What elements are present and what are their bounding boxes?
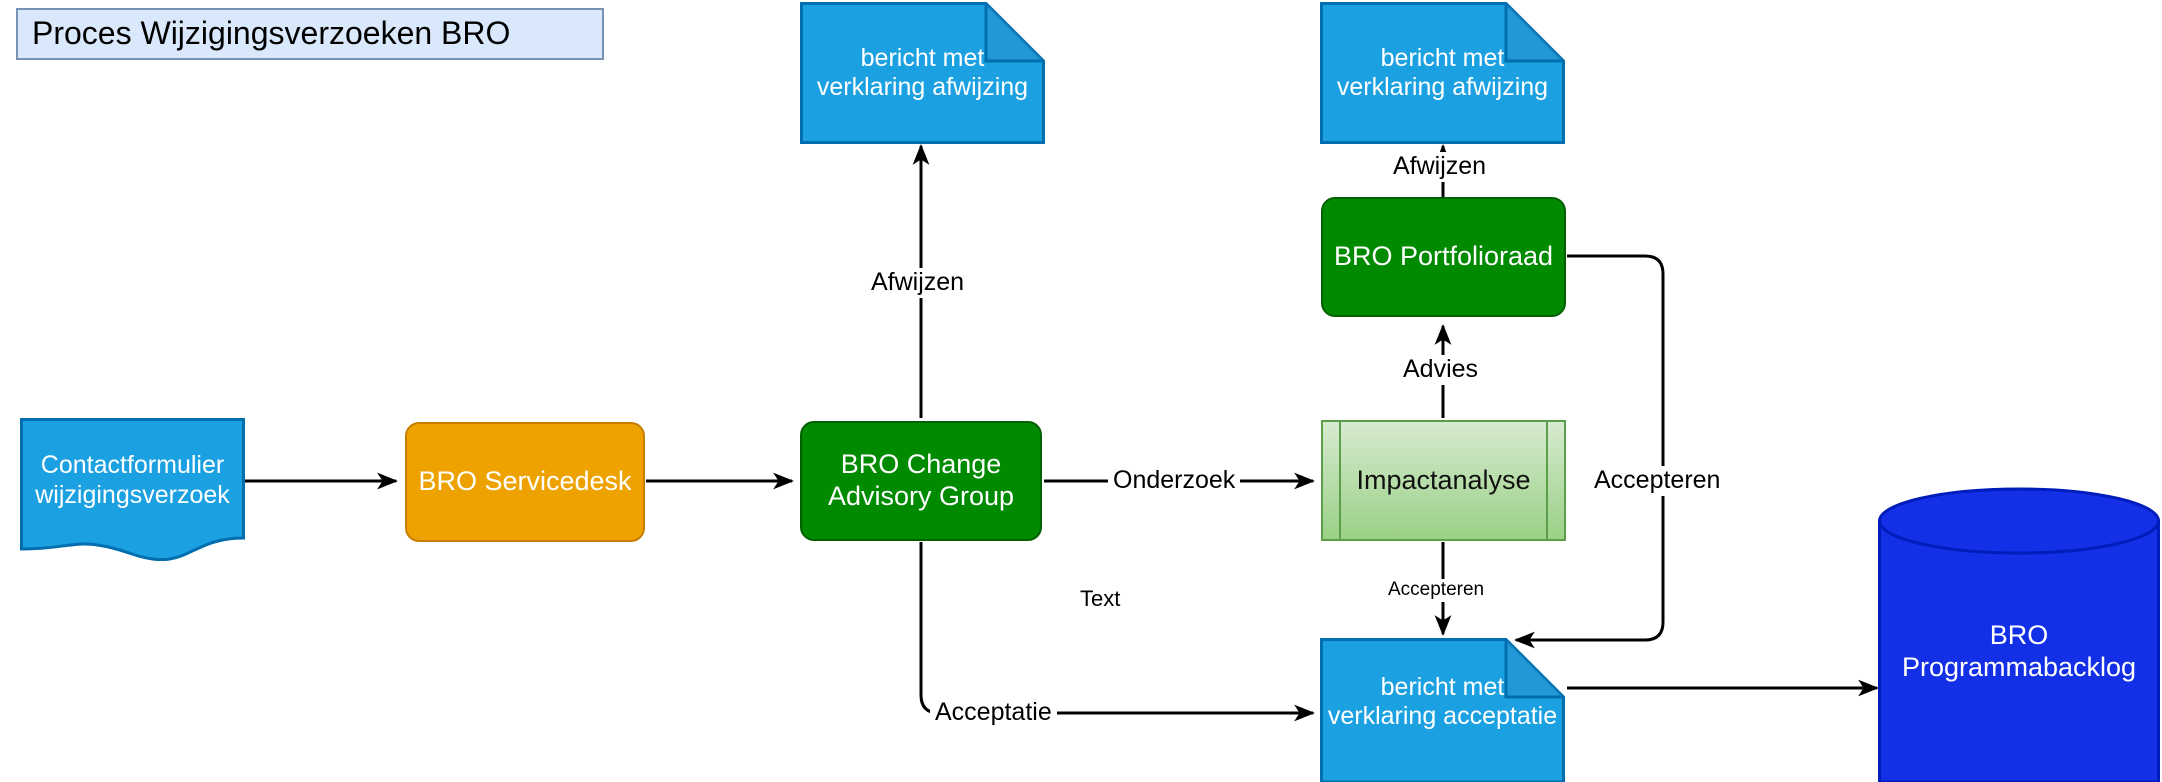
edge-label-afwijzen-rechts: Afwijzen <box>1388 152 1492 182</box>
note-shape <box>1320 638 1565 782</box>
edge-label-afwijzen-links: Afwijzen <box>866 268 970 298</box>
node-bericht-afwijzing-rechts-label: bericht met verklaring afwijzing <box>1331 44 1554 103</box>
node-contactformulier-line1: Contactformulier <box>40 451 225 479</box>
node-impactanalyse[interactable]: Impactanalyse <box>1321 420 1566 541</box>
node-cag-line2: Advisory Group <box>827 481 1015 511</box>
node-contactformulier[interactable]: Contactformulier wijzigingsverzoek <box>20 418 245 561</box>
node-contactformulier-label: Contactformulier wijzigingsverzoek <box>35 451 230 510</box>
node-bericht-afwijzing-links-label: bericht met verklaring afwijzing <box>811 44 1034 103</box>
annotation-text: Text <box>1080 586 1121 611</box>
node-bro-change-advisory-group[interactable]: BRO Change Advisory Group <box>800 421 1042 541</box>
afwijzing-rechts-line2: verklaring afwijzing <box>1336 73 1549 101</box>
subprocess-bar-left <box>1339 422 1341 539</box>
subprocess-bar-right <box>1546 422 1548 539</box>
node-bericht-afwijzing-rechts[interactable]: bericht met verklaring afwijzing <box>1320 2 1565 144</box>
afwijzing-links-line1: bericht met <box>860 43 985 72</box>
node-bericht-afwijzing-links[interactable]: bericht met verklaring afwijzing <box>800 2 1045 144</box>
acceptatie-line1: bericht met <box>1380 672 1505 701</box>
afwijzing-rechts-line1: bericht met <box>1380 43 1505 72</box>
node-contactformulier-line2: wijzigingsverzoek <box>35 480 230 509</box>
node-bro-programmabacklog-label: BRO Programmabacklog <box>1902 620 2136 684</box>
edge-label-accepteren-rechts: Accepteren <box>1589 466 1726 496</box>
node-bericht-acceptatie-label: bericht met verklaring acceptatie <box>1322 673 1563 732</box>
afwijzing-links-line2: verklaring afwijzing <box>816 73 1029 101</box>
node-bro-change-advisory-group-label: BRO Change Advisory Group <box>828 449 1014 513</box>
node-cag-line1: BRO Change <box>840 449 1002 480</box>
edge-label-onderzoek: Onderzoek <box>1108 466 1241 496</box>
edge-label-advies: Advies <box>1398 355 1484 385</box>
node-impactanalyse-label: Impactanalyse <box>1356 464 1531 495</box>
node-bro-portfolioraad-label: BRO Portfolioraad <box>1333 241 1554 272</box>
diagram-title: Proces Wijzigingsverzoeken BRO <box>16 8 604 60</box>
note-shape <box>800 2 1045 144</box>
node-bro-portfolioraad[interactable]: BRO Portfolioraad <box>1321 197 1566 317</box>
acceptatie-line2: verklaring acceptatie <box>1327 702 1558 730</box>
node-bro-servicedesk-label: BRO Servicedesk <box>418 466 632 497</box>
edge-label-accepteren-midden: Accepteren <box>1383 579 1490 602</box>
backlog-line2: Programmabacklog <box>1901 651 2137 682</box>
node-bro-servicedesk[interactable]: BRO Servicedesk <box>405 422 645 542</box>
document-shape <box>20 418 245 561</box>
node-bro-programmabacklog[interactable]: BRO Programmabacklog <box>1878 487 2160 782</box>
node-bericht-acceptatie[interactable]: bericht met verklaring acceptatie <box>1320 638 1565 782</box>
edge-cag-acceptatie <box>919 542 1316 722</box>
cylinder-shape <box>1878 487 2160 782</box>
note-shape <box>1320 2 1565 144</box>
backlog-line1: BRO <box>1989 619 2049 650</box>
page-title: Proces Wijzigingsverzoeken BRO <box>32 15 511 52</box>
edge-label-acceptatie: Acceptatie <box>930 698 1057 728</box>
